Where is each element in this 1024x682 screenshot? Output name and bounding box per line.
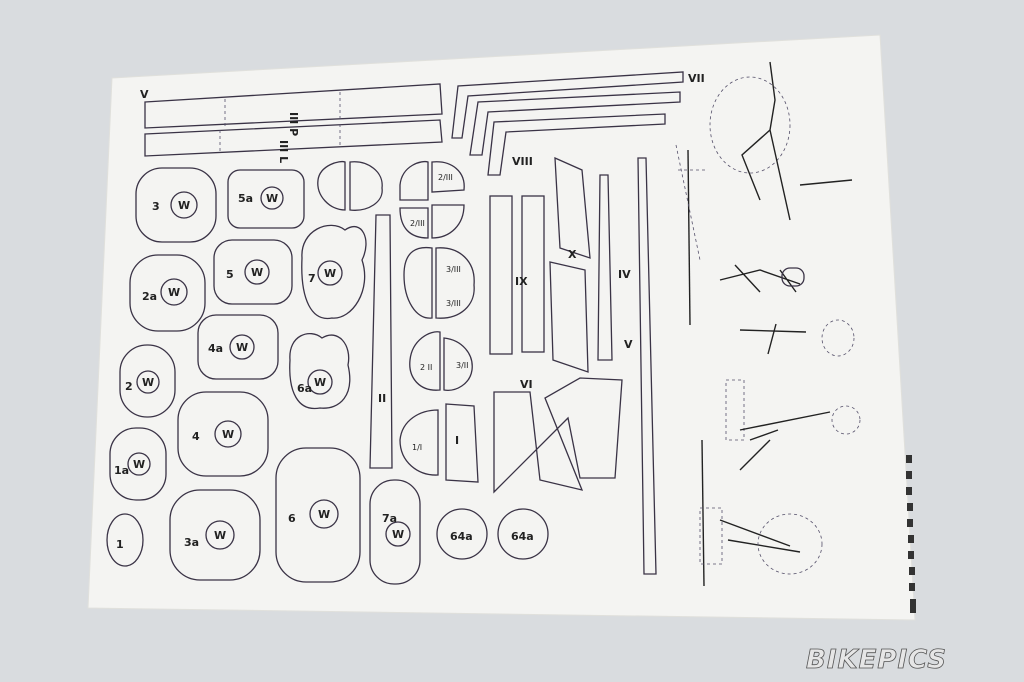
w-mark: W [266, 192, 278, 205]
part-i-label: I [455, 434, 459, 447]
former-5a: 5a [238, 192, 253, 205]
former-5: 5 [226, 268, 234, 281]
frac-label: 3/II [456, 361, 469, 370]
frac-label: 3/III [446, 265, 461, 274]
former-64a-2: 64a [511, 530, 534, 543]
bikepics-watermark: BIKEPICS [806, 645, 947, 675]
paper-sheet [87, 34, 916, 621]
w-mark: W [133, 458, 145, 471]
frac-label: 2 II [420, 363, 432, 372]
w-mark: W [142, 376, 154, 389]
w-mark: W [214, 529, 226, 542]
former-6: 6 [288, 512, 296, 525]
part-ii-label: II [378, 392, 386, 405]
strut-label-viii: VIII [512, 155, 533, 168]
former-3: 3 [152, 200, 160, 213]
former-2a: 2a [142, 290, 157, 303]
w-mark: W [392, 528, 404, 541]
wing-label-v: V [140, 88, 149, 101]
w-mark: W [168, 286, 180, 299]
assembly-drawings [675, 61, 861, 587]
strut-parts: VII VIII [451, 71, 705, 176]
former-3a: 3a [184, 536, 199, 549]
w-mark: W [324, 267, 336, 280]
spar-label-top: III P [287, 112, 300, 136]
former-7: 7 [308, 272, 316, 285]
frac-label: 3/III [446, 299, 461, 308]
former-1: 1 [116, 538, 124, 551]
former-64a-1: 64a [450, 530, 473, 543]
w-mark: W [222, 428, 234, 441]
rect-parts: IX X [489, 156, 591, 373]
part-v-label: V [624, 338, 633, 351]
split-shapes: 2/III 2/III 3/III 3/III 2 II 3/II 1/I I [317, 160, 479, 483]
part-vi-label: VI [520, 378, 533, 391]
former-1a: 1a [114, 464, 129, 477]
long-spars: IV V [597, 157, 657, 575]
frac-label: 2/III [438, 173, 453, 182]
w-mark: W [236, 341, 248, 354]
scale-bar [906, 455, 916, 613]
w-mark: W [178, 199, 190, 212]
part-iv-label: IV [618, 268, 631, 281]
spar-parts: V III P III L [140, 83, 443, 163]
strut-label-vii: VII [688, 72, 705, 85]
part-vi: VI [493, 377, 623, 494]
w-mark: W [318, 508, 330, 521]
frac-label: 2/III [410, 219, 425, 228]
part-ix-label: IX [515, 275, 528, 288]
w-mark: W [251, 266, 263, 279]
frac-label: 1/I [412, 443, 422, 452]
former-6a: 6a [297, 382, 312, 395]
part-x-label: X [568, 248, 577, 261]
spar-label-bottom: III L [277, 140, 290, 163]
w-mark: W [314, 376, 326, 389]
formers: W 3 W 5a W 2a W 5 W 7 W 4a W 2 W 6a W 4 [106, 167, 549, 585]
former-4: 4 [192, 430, 200, 443]
former-4a: 4a [208, 342, 223, 355]
former-2: 2 [125, 380, 133, 393]
strip-part-ii: II [369, 214, 393, 469]
former-7a: 7a [382, 512, 397, 525]
